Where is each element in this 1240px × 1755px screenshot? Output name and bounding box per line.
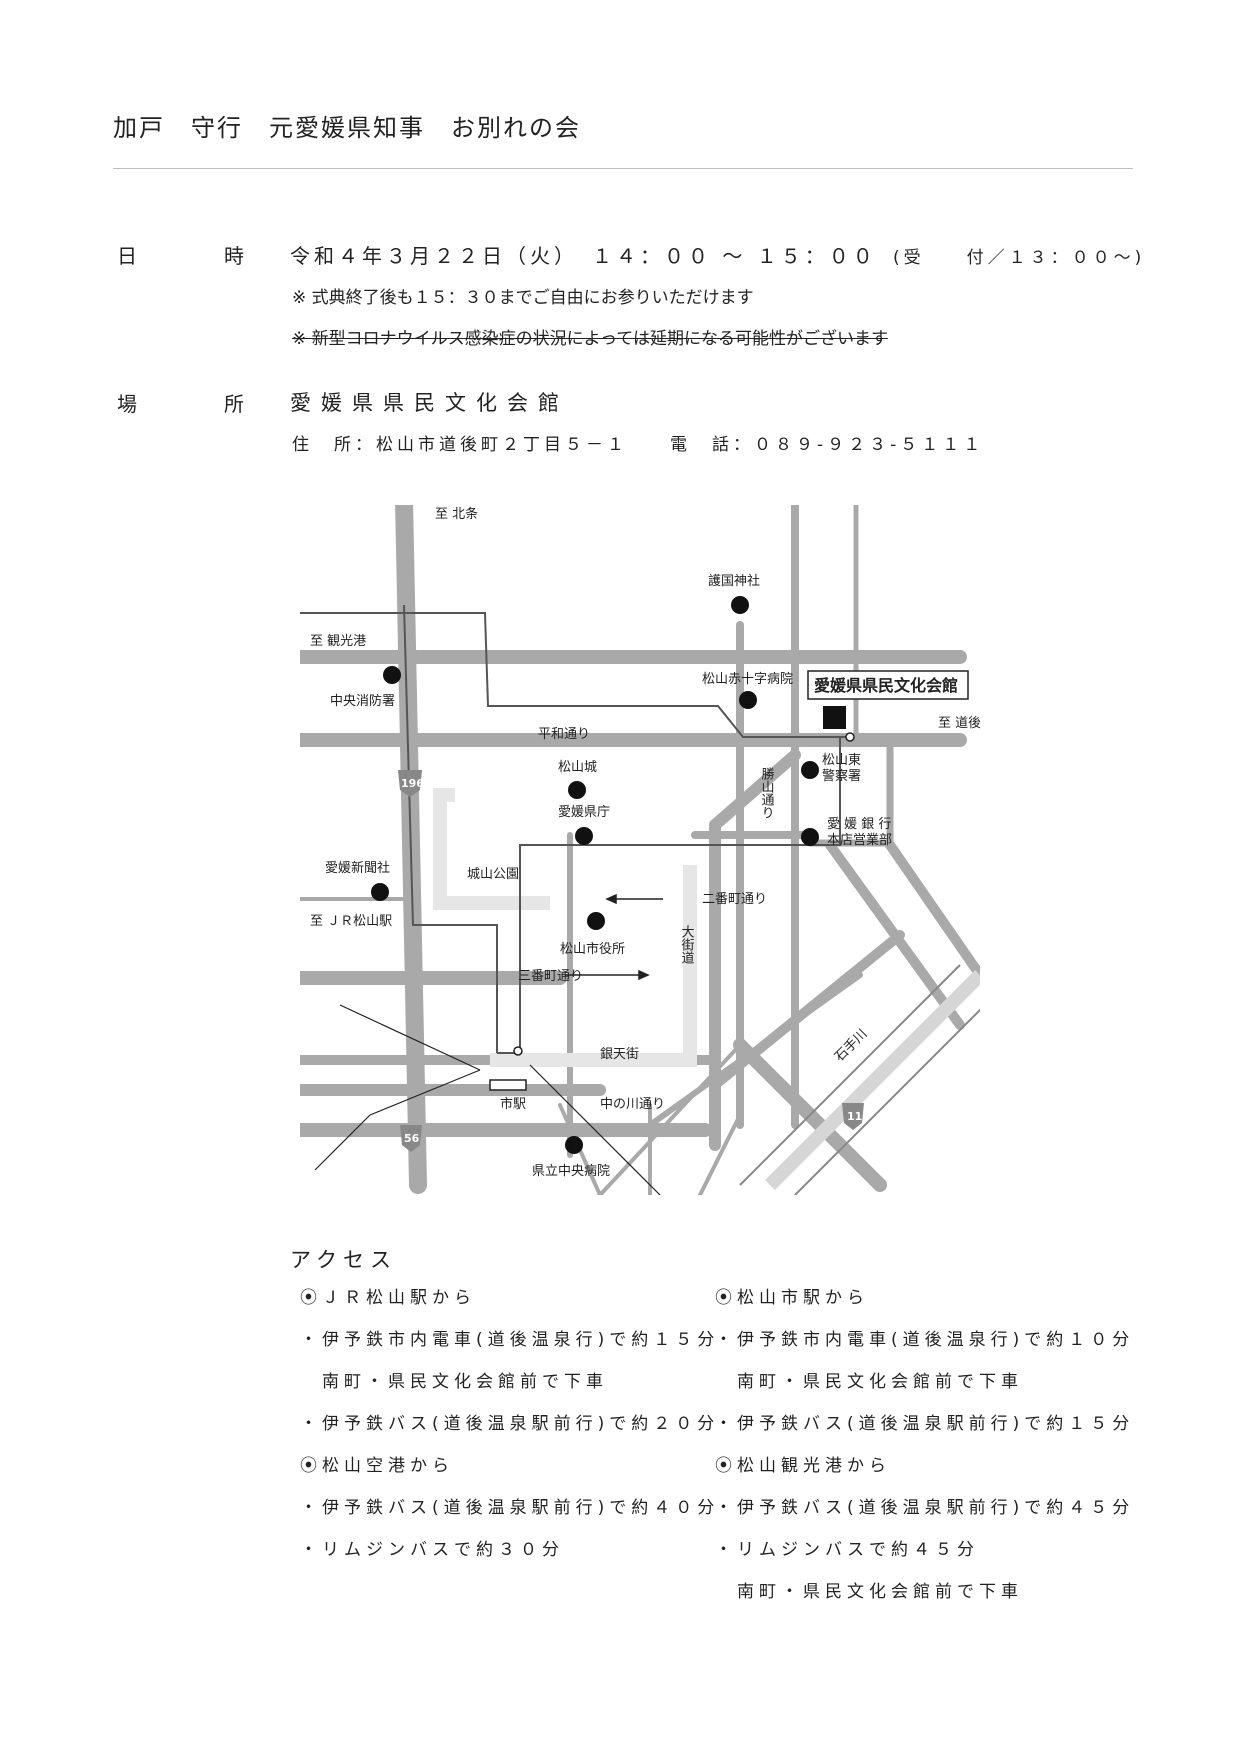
label-bank1: 愛 媛 銀 行 [827, 817, 891, 832]
datetime-label-left: 日 [117, 244, 137, 268]
venue-callout-box [807, 670, 969, 700]
access-right-4: ⦿松山観光港から [715, 1456, 891, 1476]
access-right-6: ・リムジンバスで約４５分 [715, 1540, 979, 1560]
datetime-main: 令和４年３月２２日（火） １４：００ ～ １５：００ [290, 244, 877, 268]
datetime-note2: ※ 新型コロナウイルス感染症の状況によっては延期になる可能性がございます [292, 329, 888, 349]
datetime-label-right: 時 [224, 244, 244, 268]
access-left-1: ・伊予鉄市内電車(道後温泉行)で約１５分 [300, 1330, 720, 1350]
access-left-6: ・リムジンバスで約３０分 [300, 1540, 564, 1560]
venue-marker [823, 706, 846, 729]
access-title: アクセス [290, 1248, 397, 1272]
label-jr: 至 ＪＲ松山駅 [310, 914, 392, 929]
svg-text:大街道: 大街道 [679, 925, 695, 964]
label-gokoku: 護国神社 [708, 573, 760, 589]
access-right-3: ・伊予鉄バス(道後温泉駅前行)で約１５分 [715, 1414, 1135, 1434]
svg-text:11: 11 [847, 1110, 862, 1123]
label-police1: 松山東 [822, 752, 861, 768]
access-left-3: ・伊予鉄バス(道後温泉駅前行)で約２０分 [300, 1414, 720, 1434]
venue-callout-label: 愛媛県県民文化会館 [814, 676, 958, 695]
shieki-station-marker [489, 1079, 527, 1091]
label-kankoko: 至 観光港 [310, 634, 366, 649]
venue-label-left: 場 [117, 392, 137, 416]
label-newspaper: 愛媛新聞社 [325, 860, 390, 876]
map-roads [300, 505, 980, 1195]
access-map: 愛媛県県民文化会館 196 56 11 至 北条 至 観光港 至 道後 至 ＪＲ… [300, 505, 980, 1195]
label-katsuyama: 勝山通り [759, 767, 775, 819]
title-rule [113, 168, 1133, 169]
label-hospital: 県立中央病院 [532, 1164, 610, 1179]
label-sanbancho: 三番町通り [518, 969, 583, 984]
access-right-0: ⦿松山市駅から [715, 1288, 869, 1308]
label-ginten: 銀天街 [600, 1047, 639, 1062]
route-11-shield: 11 [842, 1103, 864, 1130]
label-okaido: 大街道 [679, 925, 695, 964]
venue-label-right: 所 [224, 392, 244, 416]
page-title: 加戸 守行 元愛媛県知事 お別れの会 [113, 114, 581, 142]
datetime-note1: ※ 式典終了後も１５：３０までご自由にお参りいただけます [292, 288, 754, 308]
map-landmark-dots [371, 596, 819, 1154]
label-nakanokawa: 中の川通り [600, 1097, 665, 1112]
map-oneway-arrows [565, 893, 663, 981]
svg-text:56: 56 [404, 1132, 420, 1145]
access-right-1: ・伊予鉄市内電車(道後温泉行)で約１０分 [715, 1330, 1135, 1350]
access-left-4: ⦿松山空港から [300, 1456, 454, 1476]
label-police2: 警察署 [822, 768, 861, 784]
access-right-5: ・伊予鉄バス(道後温泉駅前行)で約４５分 [715, 1498, 1135, 1518]
svg-text:勝山通り: 勝山通り [759, 767, 775, 819]
label-heiwa: 平和通り [538, 727, 590, 742]
route-196-shield: 196 [398, 770, 424, 797]
label-bank2: 本店営業部 [827, 832, 892, 848]
venue-name: 愛媛県県民文化会館 [290, 391, 569, 415]
label-prefoffice: 愛媛県庁 [558, 805, 610, 820]
venue-address: 住 所：松山市道後町２丁目５－１ 電 話：０８９-９２３-５１１１ [292, 435, 985, 455]
route-56-shield: 56 [400, 1125, 422, 1152]
shieki-tram-stop [513, 1046, 523, 1056]
label-nibancho: 二番町通り [702, 892, 767, 907]
venue-tram-stop [845, 732, 855, 742]
access-left-0: ⦿ＪＲ松山駅から [300, 1288, 476, 1308]
map-tram-line [300, 604, 850, 1054]
label-dogo: 至 道後 [938, 716, 980, 731]
access-left-2: 南町・県民文化会館前で下車 [300, 1372, 608, 1392]
datetime-reception: (受 付／１３：００～) [893, 248, 1146, 268]
label-park: 城山公園 [467, 867, 519, 882]
label-hojo: 至 北条 [435, 506, 478, 522]
access-right-7: 南町・県民文化会館前で下車 [715, 1582, 1023, 1602]
svg-text:196: 196 [401, 777, 424, 790]
label-shieki: 市駅 [500, 1096, 526, 1112]
label-fire: 中央消防署 [330, 693, 395, 709]
label-castle: 松山城 [558, 760, 597, 775]
access-left-5: ・伊予鉄バス(道後温泉駅前行)で約４０分 [300, 1498, 720, 1518]
access-right-2: 南町・県民文化会館前で下車 [715, 1372, 1023, 1392]
label-cityhall: 松山市役所 [560, 941, 625, 957]
label-redcross: 松山赤十字病院 [702, 672, 793, 687]
map-pedestrian-streets [433, 788, 697, 1067]
map-river [739, 964, 980, 1195]
map-rail-lines [314, 1004, 661, 1195]
